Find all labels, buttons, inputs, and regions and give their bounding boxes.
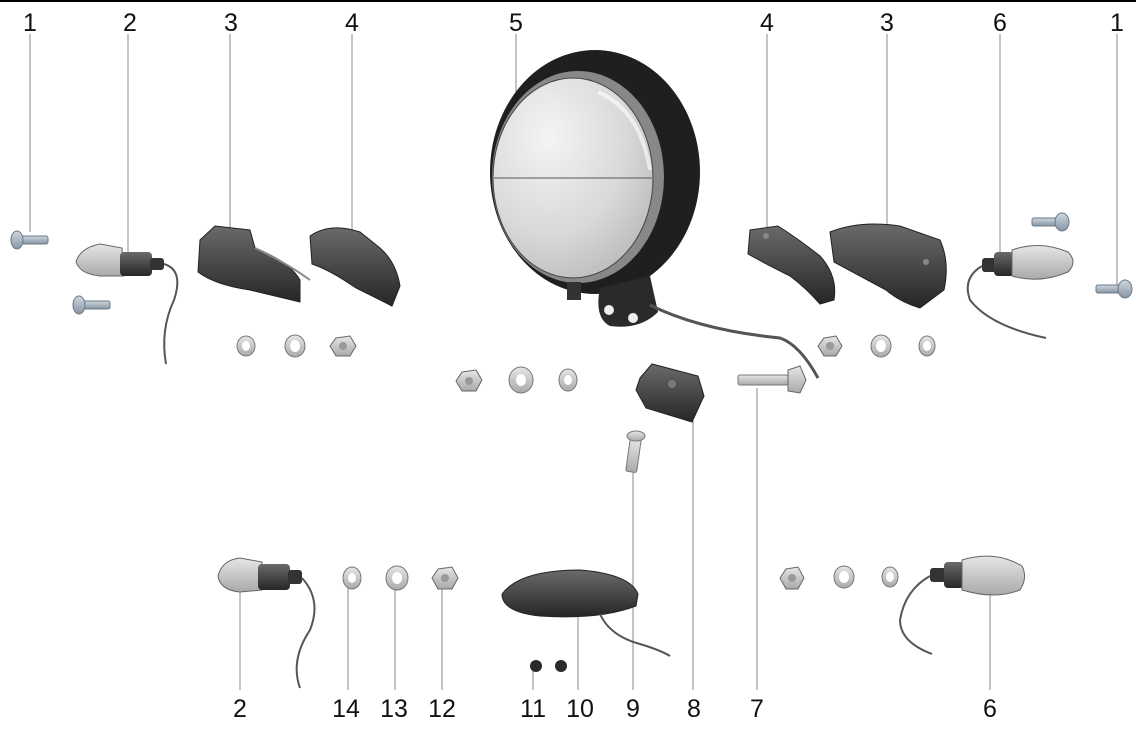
callout-top-5: 5 bbox=[509, 9, 523, 37]
turn-signal-bottom-right-icon bbox=[898, 555, 1026, 655]
callout-bottom-6: 10 bbox=[566, 695, 594, 723]
callout-top-8: 6 bbox=[993, 9, 1007, 37]
callout-top-3: 3 bbox=[224, 9, 238, 37]
bolt-2-left-icon bbox=[72, 295, 111, 315]
callout-top-6: 4 bbox=[760, 9, 774, 37]
callout-top-1: 1 bbox=[23, 9, 37, 37]
callouts-top: 1 2 3 4 5 4 3 6 1 bbox=[23, 9, 1124, 37]
turn-signal-bottom-left-icon bbox=[217, 557, 316, 689]
callout-bottom-1: 2 bbox=[233, 695, 247, 723]
bolt-7-icon bbox=[737, 365, 807, 394]
leader-lines bbox=[29, 34, 1118, 690]
callout-bottom-4: 12 bbox=[428, 695, 456, 723]
callout-bottom-5: 11 bbox=[520, 695, 546, 723]
hardware-bottom-left-row bbox=[342, 565, 459, 591]
callout-top-4: 4 bbox=[345, 9, 359, 37]
turn-signal-top-left-icon bbox=[75, 243, 179, 365]
callout-bottom-3: 13 bbox=[380, 695, 408, 723]
callout-bottom-8: 8 bbox=[687, 695, 701, 723]
callout-top-9: 1 bbox=[1110, 9, 1124, 37]
callout-bottom-7: 9 bbox=[626, 695, 640, 723]
turn-signal-top-right-icon bbox=[966, 245, 1074, 339]
callout-top-7: 3 bbox=[880, 9, 894, 37]
bolt-1-right-icon bbox=[1095, 279, 1133, 299]
hardware-right-row bbox=[817, 334, 936, 358]
hardware-left-row bbox=[236, 334, 357, 358]
callout-bottom-2: 14 bbox=[332, 695, 360, 723]
screw-9-icon bbox=[625, 430, 646, 473]
bracket-3-left-icon bbox=[197, 225, 311, 303]
bolt-2-right-icon bbox=[1031, 212, 1070, 232]
hardware-bottom-right-row bbox=[779, 565, 899, 590]
callouts-bottom: 2 14 13 12 11 10 9 8 7 6 bbox=[233, 695, 997, 723]
headlight-5-icon bbox=[490, 50, 820, 379]
bracket-3-right-icon bbox=[829, 223, 947, 309]
callout-bottom-9: 7 bbox=[750, 695, 764, 723]
mount-block-8-icon bbox=[635, 363, 705, 423]
clamp-4-right-icon bbox=[747, 225, 836, 305]
plate-light-10-icon bbox=[501, 569, 671, 657]
callout-bottom-10: 6 bbox=[983, 695, 997, 723]
hardware-center-row bbox=[455, 366, 578, 394]
callout-top-2: 2 bbox=[123, 9, 137, 37]
bolt-1-left-icon bbox=[10, 230, 49, 250]
caps-11-icon bbox=[530, 660, 567, 672]
clamp-4-left-icon bbox=[309, 227, 401, 307]
